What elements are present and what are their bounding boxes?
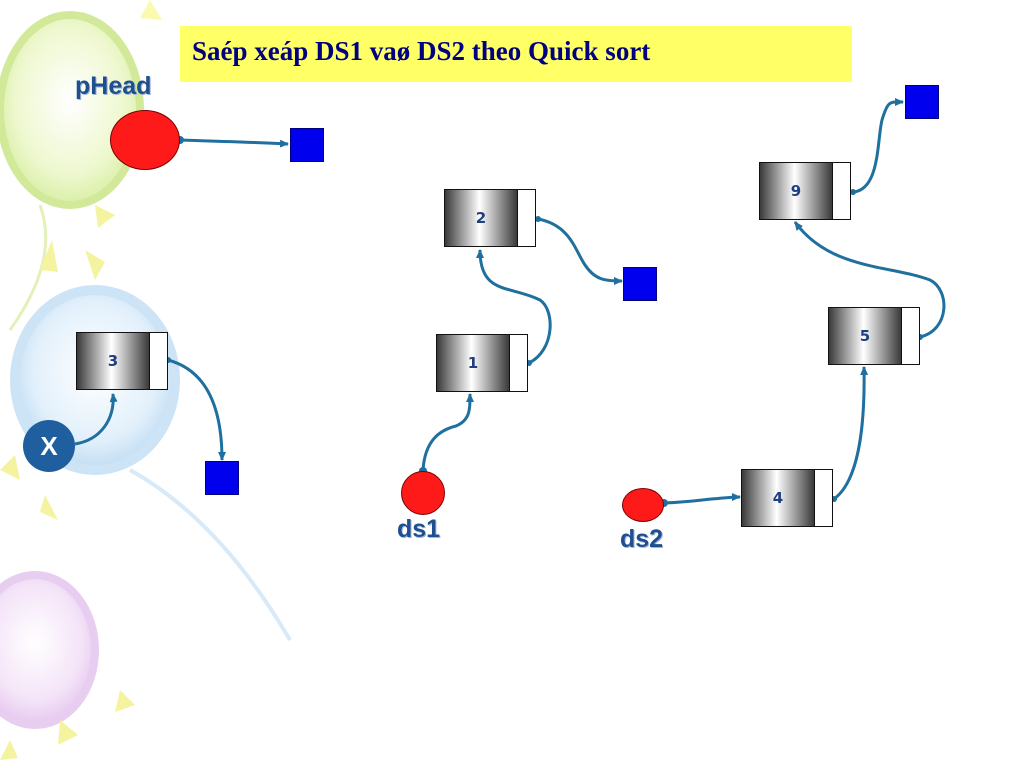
null-box-node-9 (905, 85, 939, 119)
node-next-field (815, 470, 832, 526)
arrow-ds1-to-node-1 (421, 393, 474, 471)
null-box-node-3 (205, 461, 239, 495)
node-value: 3 (77, 333, 150, 389)
node-next-field (833, 163, 850, 219)
arrow-node-1-to-node-2 (476, 249, 552, 365)
node-next-field (518, 190, 535, 246)
node-value: 9 (760, 163, 833, 219)
pointer-dot (850, 189, 856, 195)
node-next-field (150, 333, 167, 389)
pointer-dot (535, 216, 541, 222)
null-box-phead (290, 128, 324, 162)
ds1-pointer (401, 471, 445, 515)
arrow-node-2-to-null (537, 217, 623, 285)
x-label: X (40, 430, 58, 461)
arrow-x-to-node-3 (74, 393, 118, 446)
arrow-phead-to-null (179, 138, 289, 148)
null-box-node-2 (623, 267, 657, 301)
arrow-node-9-to-null (852, 97, 904, 194)
arrow-node-4-to-node-5 (833, 366, 869, 501)
phead-label: pHead (75, 72, 152, 100)
arrow-ds2-to-node-4 (663, 493, 741, 505)
node-value: 2 (445, 190, 518, 246)
arrow-node-5-to-node-9 (793, 221, 946, 339)
arrow-node-3-to-null (167, 358, 226, 461)
node-value: 1 (437, 335, 510, 391)
list-node-2: 2 (444, 189, 536, 247)
ds1-label: ds1 (397, 515, 441, 543)
list-node-9: 9 (759, 162, 851, 220)
x-pointer: X (23, 420, 75, 472)
ds2-label: ds2 (620, 525, 664, 553)
node-value: 5 (829, 308, 902, 364)
list-node-4: 4 (741, 469, 833, 527)
node-value: 4 (742, 470, 815, 526)
list-node-3: 3 (76, 332, 168, 390)
title-banner: Saép xeáp DS1 vaø DS2 theo Quick sort (180, 26, 852, 82)
ds2-pointer (622, 488, 664, 522)
list-node-5: 5 (828, 307, 920, 365)
list-node-1: 1 (436, 334, 528, 392)
phead-pointer (110, 110, 180, 170)
node-next-field (510, 335, 527, 391)
node-next-field (902, 308, 919, 364)
slide-title: Saép xeáp DS1 vaø DS2 theo Quick sort (192, 36, 651, 66)
